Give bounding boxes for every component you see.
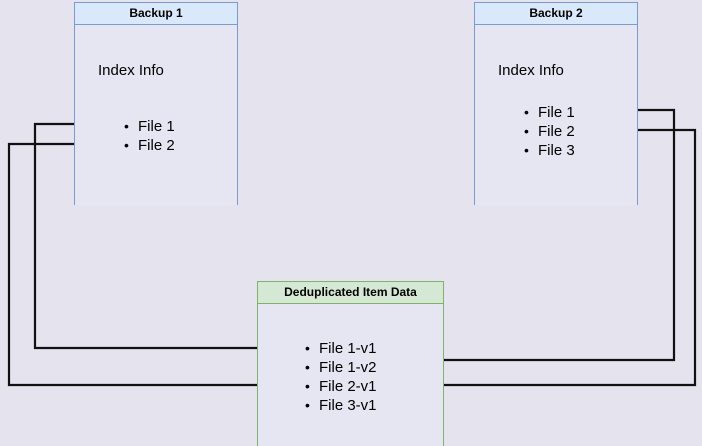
list-item[interactable]: File 2-v1 xyxy=(303,377,377,396)
backup-1-file-list: File 1 File 2 xyxy=(122,117,175,155)
node-backup-1[interactable]: Backup 1 Index Info File 1 File 2 xyxy=(74,2,238,205)
list-item[interactable]: File 2 xyxy=(522,122,575,141)
list-item[interactable]: File 2 xyxy=(122,136,175,155)
node-backup-2[interactable]: Backup 2 Index Info File 1 File 2 File 3 xyxy=(474,2,638,205)
node-backup-1-title: Backup 1 xyxy=(75,3,237,25)
node-backup-2-title: Backup 2 xyxy=(475,3,637,25)
node-backup-1-body: Index Info File 1 File 2 xyxy=(75,25,237,205)
node-deduplicated-item-data-body: File 1-v1 File 1-v2 File 2-v1 File 3-v1 xyxy=(258,304,443,446)
backup-1-index-info-label: Index Info xyxy=(98,62,164,79)
node-deduplicated-item-data-title: Deduplicated Item Data xyxy=(258,282,443,304)
list-item[interactable]: File 1 xyxy=(522,103,575,122)
node-deduplicated-item-data[interactable]: Deduplicated Item Data File 1-v1 File 1-… xyxy=(257,281,444,446)
list-item[interactable]: File 1 xyxy=(122,117,175,136)
backup-2-file-list: File 1 File 2 File 3 xyxy=(522,103,575,160)
list-item[interactable]: File 1-v1 xyxy=(303,339,377,358)
list-item[interactable]: File 3 xyxy=(522,141,575,160)
dedup-file-list: File 1-v1 File 1-v2 File 2-v1 File 3-v1 xyxy=(303,339,377,415)
list-item[interactable]: File 1-v2 xyxy=(303,358,377,377)
node-backup-2-body: Index Info File 1 File 2 File 3 xyxy=(475,25,637,205)
list-item[interactable]: File 3-v1 xyxy=(303,396,377,415)
backup-2-index-info-label: Index Info xyxy=(498,62,564,79)
